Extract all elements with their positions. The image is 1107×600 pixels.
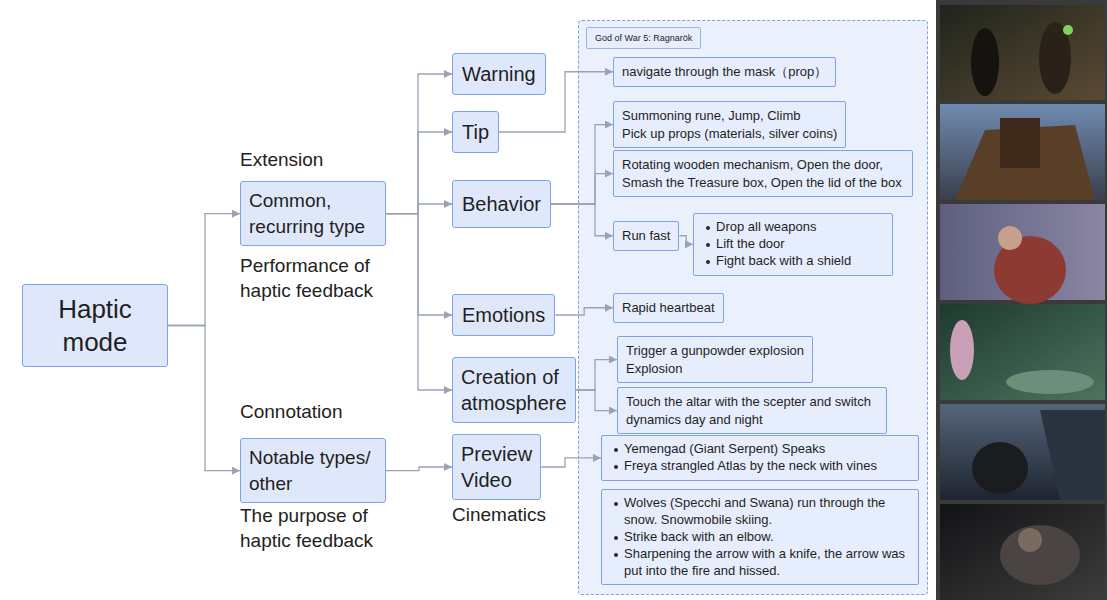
type-box: Emotions <box>452 294 555 336</box>
connector <box>551 174 613 204</box>
node-text: Creation of atmosphere <box>461 364 567 416</box>
annotation-label: Connotation <box>240 400 342 425</box>
connector <box>386 74 452 214</box>
node-text: Summoning rune, Jump, Climb <box>622 107 837 125</box>
connector <box>386 214 452 390</box>
screenshot <box>940 404 1105 500</box>
connector <box>541 458 601 467</box>
screenshot <box>940 304 1105 400</box>
cliff <box>1040 410 1105 500</box>
example-box: Rapid heartbeat <box>613 293 724 323</box>
example-box: navigate through the mask（prop） <box>613 57 836 87</box>
connector <box>576 390 617 411</box>
connector <box>386 467 452 471</box>
bullet-box: Wolves (Specchi and Swana) run through t… <box>601 489 919 585</box>
example-box: Touch the altar with the scepter and swi… <box>617 387 887 434</box>
type-box: Tip <box>452 111 499 153</box>
node-text: Trigger a gunpowder explosion <box>626 342 804 360</box>
node-text: Behavior <box>462 192 541 216</box>
panel-fill <box>578 20 928 595</box>
figure <box>998 226 1022 250</box>
bullet-item: Yemengad (Giant Serpent) Speaks <box>610 441 910 458</box>
example-box: Summoning rune, Jump, ClimbPick up props… <box>613 101 846 148</box>
wooden-structure <box>1000 118 1040 168</box>
annotation-label: Performance of haptic feedback <box>240 254 400 303</box>
example-box: Rotating wooden mechanism, Open the door… <box>613 150 913 197</box>
type-box: Behavior <box>452 180 551 228</box>
node-text: Warning <box>462 62 536 86</box>
figure <box>1000 525 1080 585</box>
connector <box>555 308 613 315</box>
bullet-item: Sharpening the arrow with a knife, the a… <box>610 546 910 580</box>
strip-ground <box>936 0 1107 600</box>
connector <box>386 204 452 214</box>
annotation-label: The purpose of haptic feedback <box>240 504 400 553</box>
example-box: Run fast <box>613 221 679 251</box>
bullet-box: Drop all weaponsLift the doorFight back … <box>693 213 893 276</box>
bullet-item: Wolves (Specchi and Swana) run through t… <box>610 495 910 529</box>
figure <box>950 320 974 380</box>
bullet-item: Lift the door <box>702 236 884 253</box>
bullet-item: Fight back with a shield <box>702 253 884 270</box>
connector <box>168 326 240 471</box>
node-text: Tip <box>462 120 489 144</box>
connector <box>679 236 693 245</box>
node-text: Explosion <box>626 360 804 378</box>
figure <box>971 28 999 96</box>
node-text: Touch the altar with the scepter and swi… <box>626 393 878 428</box>
category-box: Common, recurring type <box>240 181 386 246</box>
node-text: Rotating wooden mechanism, Open the door… <box>622 156 904 191</box>
node-text: Common, recurring type <box>249 188 377 239</box>
figure <box>1018 528 1042 552</box>
example-box: Trigger a gunpowder explosionExplosion <box>617 336 813 383</box>
node-text: Rapid heartbeat <box>622 299 715 317</box>
node-text: navigate through the mask（prop） <box>622 63 827 81</box>
node-text: Pick up props (materials, silver coins) <box>622 125 837 143</box>
annotation-label: Extension <box>240 148 323 173</box>
screenshot <box>940 104 1105 200</box>
node-text: Notable types/ other <box>249 445 377 496</box>
glow <box>1063 25 1073 35</box>
node-text: Emotions <box>462 303 545 327</box>
node-text: Haptic mode <box>31 293 159 358</box>
connector <box>386 214 452 315</box>
connector <box>168 214 240 326</box>
type-box: Preview Video <box>452 434 541 500</box>
connector <box>551 204 613 236</box>
pool <box>1006 370 1094 394</box>
screenshot <box>940 5 1105 100</box>
bullet-item: Drop all weapons <box>702 219 884 236</box>
screenshot <box>940 504 1105 600</box>
bullet-item: Strike back with an elbow. <box>610 529 910 546</box>
panel-heading: God of War 5: Ragnarök <box>586 27 701 49</box>
type-box: Creation of atmosphere <box>452 357 576 423</box>
node-text: Run fast <box>622 227 670 245</box>
bullet-box: Yemengad (Giant Serpent) SpeaksFreya str… <box>601 435 919 481</box>
annotation-label: Cinematics <box>452 503 546 528</box>
connector <box>551 125 613 204</box>
example-panel: God of War 5: Ragnarök navigate through t… <box>578 20 928 595</box>
root-box: Haptic mode <box>22 284 168 367</box>
connector <box>386 132 452 214</box>
category-box: Notable types/ other <box>240 438 386 503</box>
node-text: Preview Video <box>461 441 532 493</box>
figure <box>972 442 1028 494</box>
type-box: Warning <box>452 53 546 95</box>
bullet-item: Freya strangled Atlas by the neck with v… <box>610 458 910 475</box>
connector <box>576 360 617 390</box>
